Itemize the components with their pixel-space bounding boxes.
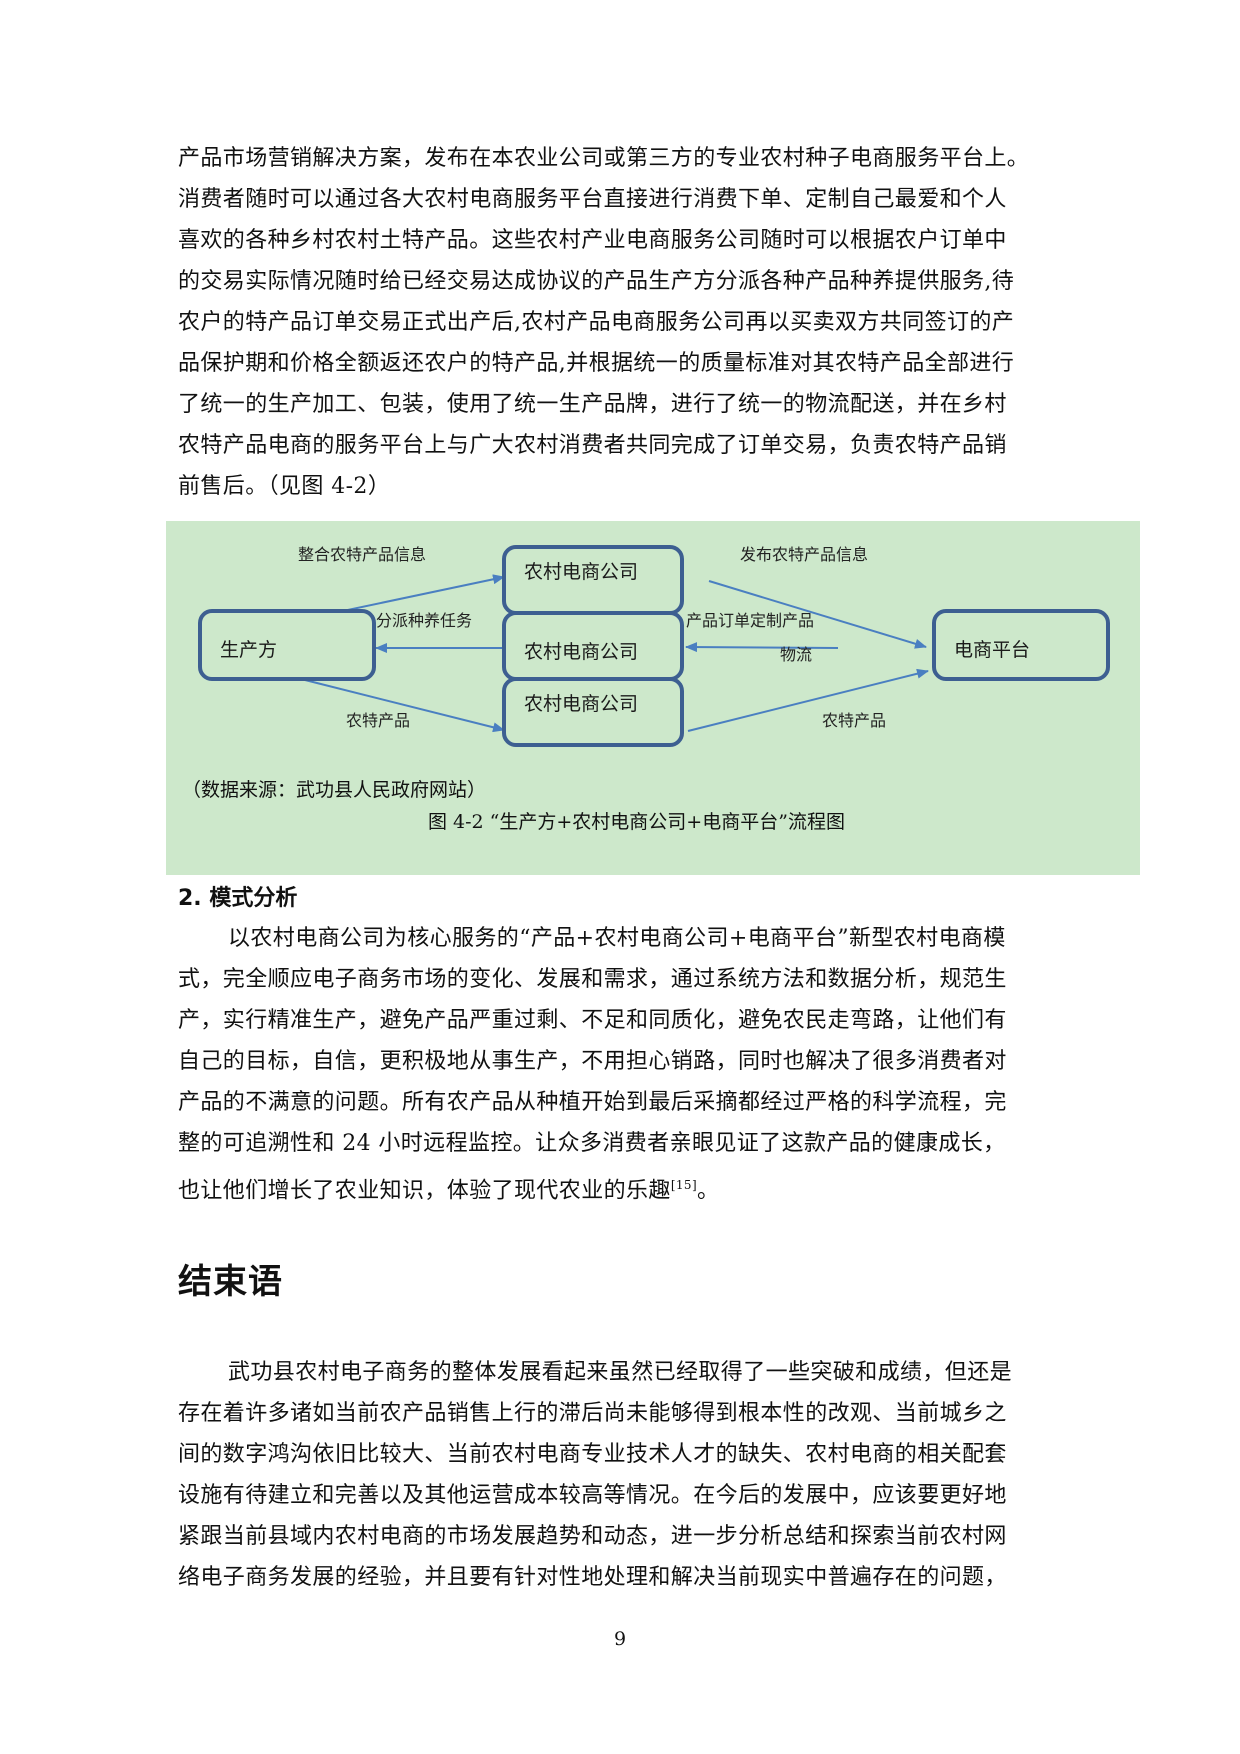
node-platform: 电商平台 (932, 609, 1110, 681)
figure-source: （数据来源：武功县人民政府网站） (182, 779, 487, 801)
arrow-products-to-company (300, 678, 505, 733)
text-line: 设施有待建立和完善以及其他运营成本较高等情况。在今后的发展中，应该要更好地 (178, 1483, 1007, 1508)
edge-label-integrate-info: 整合农特产品信息 (298, 545, 427, 564)
node-producer: 生产方 (198, 609, 376, 681)
text-line: 存在着许多诸如当前农产品销售上行的滞后尚未能够得到根本性的改观、当前城乡之 (178, 1401, 1007, 1426)
node-company-mid: 农村电商公司 (502, 611, 684, 681)
edge-label-products-right: 农特产品 (822, 711, 887, 730)
chapter-heading: 结束语 (178, 1262, 283, 1302)
citation-ref[interactable]: [15] (670, 1178, 698, 1192)
text-line: 的交易实际情况随时给已经交易达成协议的产品生产方分派各种产品种养提供服务,待 (178, 269, 1015, 294)
text-line: 农特产品电商的服务平台上与广大农村消费者共同完成了订单交易，负责农特产品销 (178, 433, 1007, 458)
text-line: 式，完全顺应电子商务市场的变化、发展和需求，通过系统方法和数据分析，规范生 (178, 967, 1007, 992)
text-line: 了统一的生产加工、包装，使用了统一生产品牌，进行了统一的物流配送，并在乡村 (178, 392, 1007, 417)
text-span: 也让他们增长了农业知识，体验了现代农业的乐趣 (178, 1178, 671, 1204)
text-line: 整的可追溯性和 24 小时远程监控。让众多消费者亲眼见证了这款产品的健康成长， (178, 1131, 1006, 1156)
arrow-products-to-platform (687, 668, 929, 732)
text-line: 产品的不满意的问题。所有农产品从种植开始到最后采摘都经过严格的科学流程，完 (178, 1090, 1007, 1115)
text-line: 络电子商务发展的经验，并且要有针对性地处理和解决当前现实中普遍存在的问题， (178, 1565, 1007, 1590)
section-heading: 2. 模式分析 (178, 886, 298, 911)
text-line: 产，实行精准生产，避免产品严重过剩、不足和同质化，避免农民走弯路，让他们有 (178, 1008, 1007, 1033)
arrow-order-logistics (685, 642, 839, 653)
text-line: 自己的目标，自信，更积极地从事生产，不用担心销路，同时也解决了很多消费者对 (178, 1049, 1007, 1074)
node-company-bottom: 农村电商公司 (502, 677, 684, 747)
text-span: 。 (697, 1178, 720, 1204)
edge-label-logistics: 物流 (780, 645, 813, 664)
figure-caption: 图 4-2 “生产方+农村电商公司+电商平台”流程图 (428, 811, 845, 833)
node-label: 农村电商公司 (524, 641, 639, 663)
edge-label-order-custom: 产品订单定制产品 (686, 611, 815, 630)
text-line: 农户的特产品订单交易正式出产后,农村产品电商服务公司再以买卖双方共同签订的产 (178, 310, 1015, 335)
edge-label-products-left: 农特产品 (346, 711, 411, 730)
node-label: 生产方 (220, 639, 278, 661)
text-line: 产品市场营销解决方案，发布在本农业公司或第三方的专业农村种子电商服务平台上。 (178, 146, 1030, 171)
arrow-publish-info (708, 580, 927, 649)
page-number: 9 (613, 1628, 627, 1650)
text-line: 以农村电商公司为核心服务的“产品+农村电商公司+电商平台”新型农村电商模 (228, 926, 1006, 951)
flow-diagram-figure: 生产方 农村电商公司 农村电商公司 农村电商公司 电商平台 整合农特产品信息 分… (166, 521, 1140, 875)
node-label: 农村电商公司 (524, 693, 639, 715)
edge-label-publish-info: 发布农特产品信息 (740, 545, 869, 564)
text-line: 紧跟当前县域内农村电商的市场发展趋势和动态，进一步分析总结和探索当前农村网 (178, 1524, 1007, 1549)
arrows-layer (285, 574, 929, 733)
node-label: 农村电商公司 (524, 561, 639, 583)
text-line: 间的数字鸿沟依旧比较大、当前农村电商专业技术人才的缺失、农村电商的相关配套 (178, 1442, 1007, 1467)
text-line: 也让他们增长了农业知识，体验了现代农业的乐趣[15]。 (178, 1174, 719, 1202)
text-line: 武功县农村电子商务的整体发展看起来虽然已经取得了一些突破和成绩，但还是 (228, 1360, 1013, 1385)
node-company-top: 农村电商公司 (502, 545, 684, 615)
text-line: 品保护期和价格全额返还农户的特产品,并根据统一的质量标准对其农特产品全部进行 (178, 351, 1015, 376)
text-line: 前售后。（见图 4-2） (178, 474, 391, 499)
text-line: 消费者随时可以通过各大农村电商服务平台直接进行消费下单、定制自己最爱和个人 (178, 187, 1007, 212)
edge-label-assign-tasks: 分派种养任务 (376, 611, 473, 630)
text-line: 喜欢的各种乡村农村土特产品。这些农村产业电商服务公司随时可以根据农户订单中 (178, 228, 1007, 253)
node-label: 电商平台 (954, 639, 1031, 661)
